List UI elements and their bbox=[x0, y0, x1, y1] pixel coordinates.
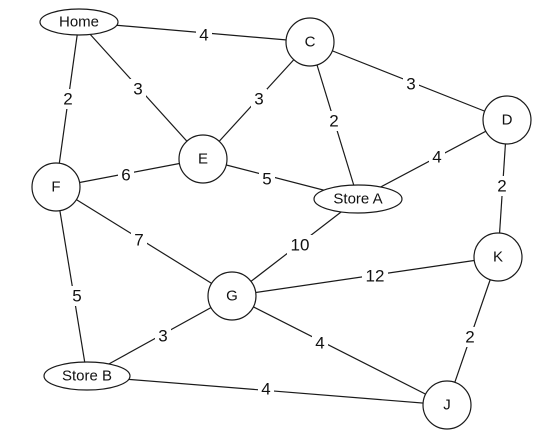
node-label: J bbox=[443, 397, 451, 414]
edge-weight-background bbox=[251, 89, 267, 109]
edge-weight-home-f: 2 bbox=[60, 89, 76, 109]
node-label: Store B bbox=[62, 368, 112, 385]
edge-weight-label: 7 bbox=[134, 231, 143, 250]
edge-weight-label: 4 bbox=[261, 380, 270, 399]
edge-weight-label: 2 bbox=[329, 112, 338, 131]
edge-weight-home-c: 4 bbox=[196, 25, 212, 45]
edge-weight-background bbox=[429, 147, 445, 167]
edge-weight-store-b-j: 4 bbox=[258, 379, 274, 399]
edge-weight-c-store-a: 2 bbox=[326, 111, 342, 131]
edge-weight-background bbox=[494, 176, 510, 196]
edge-weight-background bbox=[326, 111, 342, 131]
node-label: E bbox=[198, 151, 208, 168]
edge-weight-background bbox=[60, 89, 76, 109]
edge-weight-label: 2 bbox=[465, 328, 474, 347]
node-label: F bbox=[51, 179, 60, 196]
edge-weight-e-f: 6 bbox=[118, 165, 134, 185]
node-label: G bbox=[226, 288, 238, 305]
edge-weight-background bbox=[130, 79, 146, 99]
edge-weight-label: 12 bbox=[366, 267, 385, 286]
edge-weight-c-e: 3 bbox=[251, 89, 267, 109]
edge-weight-background bbox=[287, 235, 313, 255]
node-c: C bbox=[285, 17, 335, 67]
edge-weight-label: 5 bbox=[262, 170, 271, 189]
node-store-b: Store B bbox=[43, 361, 131, 391]
node-circle bbox=[285, 17, 335, 67]
node-j: J bbox=[422, 380, 472, 430]
node-label: D bbox=[502, 112, 513, 129]
edge-weight-background bbox=[462, 327, 478, 347]
node-label: Home bbox=[59, 14, 99, 31]
node-label: K bbox=[493, 249, 503, 266]
edge-layer bbox=[55, 21, 508, 406]
edge-weight-g-k: 12 bbox=[362, 266, 388, 286]
node-f: F bbox=[31, 162, 81, 212]
node-e: E bbox=[178, 134, 228, 184]
edge-weight-label: 5 bbox=[72, 287, 81, 306]
node-circle bbox=[31, 162, 81, 212]
edge-weight-label: 3 bbox=[133, 80, 142, 99]
node-ellipse bbox=[43, 361, 131, 391]
edge-weight-f-g: 7 bbox=[131, 230, 147, 250]
node-ellipse bbox=[39, 8, 119, 36]
node-circle bbox=[207, 271, 257, 321]
edge-weight-background bbox=[259, 169, 275, 189]
node-g: G bbox=[207, 271, 257, 321]
node-circle bbox=[473, 232, 523, 282]
edge-weight-g-store-b: 3 bbox=[155, 326, 171, 346]
edge-weight-background bbox=[131, 230, 147, 250]
node-label: Store A bbox=[333, 191, 382, 208]
edge-weight-label: 6 bbox=[121, 166, 130, 185]
node-label: C bbox=[305, 34, 316, 51]
edge-weight-d-store-a: 4 bbox=[429, 147, 445, 167]
edge-weight-label: 3 bbox=[406, 75, 415, 94]
edge-weight-background bbox=[403, 74, 419, 94]
edge-weight-k-j: 2 bbox=[462, 327, 478, 347]
edge-weight-label: 4 bbox=[199, 26, 208, 45]
edge-f-store-b bbox=[55, 186, 88, 377]
node-ellipse bbox=[313, 184, 403, 214]
edge-weight-label: 4 bbox=[315, 334, 324, 353]
edge-weight-c-d: 3 bbox=[403, 74, 419, 94]
edge-weight-background bbox=[196, 25, 212, 45]
edge-weight-background bbox=[362, 266, 388, 286]
node-circle bbox=[482, 95, 532, 145]
node-home: Home bbox=[39, 8, 119, 36]
node-d: D bbox=[482, 95, 532, 145]
weight-label-layer: 4 2 3 3 2 3 4 2 6 5 7 5 10 12 3 4 2 4 bbox=[60, 25, 510, 399]
edge-weight-home-e: 3 bbox=[130, 79, 146, 99]
edge-weight-background bbox=[312, 333, 328, 353]
edge-weight-label: 3 bbox=[158, 327, 167, 346]
edge-weight-label: 3 bbox=[254, 90, 263, 109]
edge-weight-background bbox=[155, 326, 171, 346]
node-circle bbox=[422, 380, 472, 430]
edge-weight-background bbox=[118, 165, 134, 185]
node-circle bbox=[178, 134, 228, 184]
edge-weight-background bbox=[69, 286, 85, 306]
node-store-a: Store A bbox=[313, 184, 403, 214]
edge-weight-background bbox=[258, 379, 274, 399]
edge-weight-d-k: 2 bbox=[494, 176, 510, 196]
edge-weight-label: 10 bbox=[291, 236, 310, 255]
edge-weight-label: 2 bbox=[63, 90, 72, 109]
edge-weight-e-store-a: 5 bbox=[259, 169, 275, 189]
edge-weight-label: 2 bbox=[497, 177, 506, 196]
edge-weight-label: 4 bbox=[432, 148, 441, 167]
node-k: K bbox=[473, 232, 523, 282]
edge-weight-f-store-b: 5 bbox=[69, 286, 85, 306]
edge-weight-store-a-g: 10 bbox=[287, 235, 313, 255]
edge-weight-g-j: 4 bbox=[312, 333, 328, 353]
edge-g-j bbox=[231, 295, 448, 406]
